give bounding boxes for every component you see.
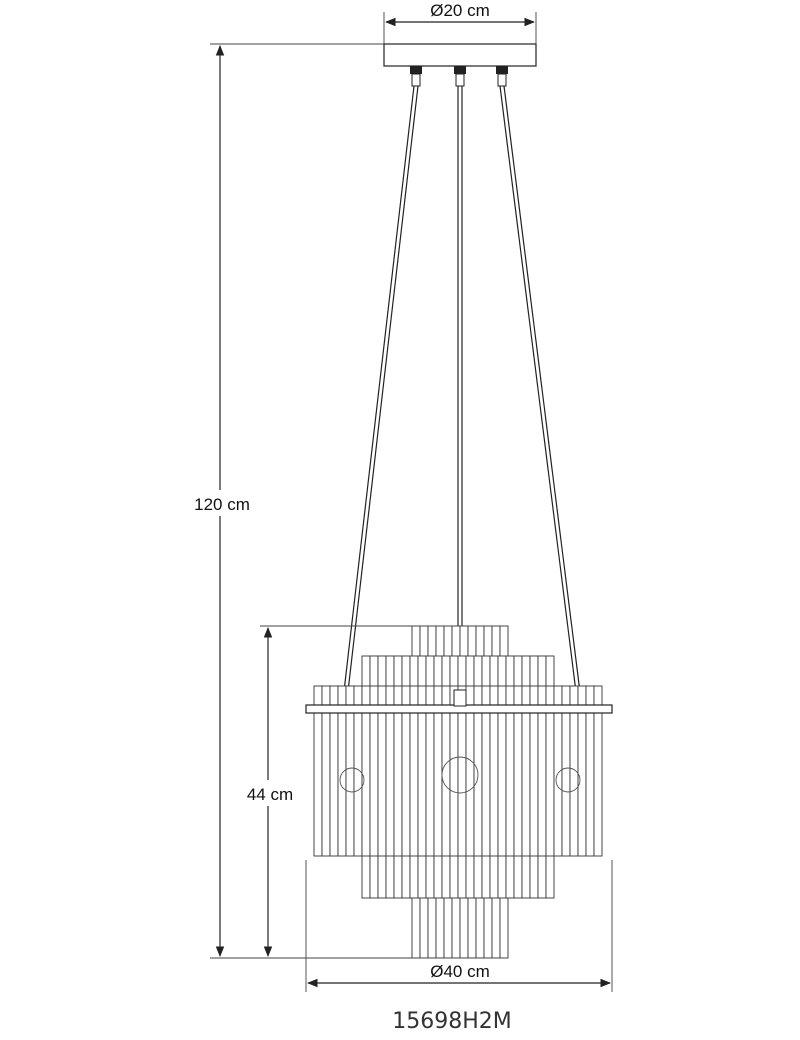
- canopy-diameter-dimension: Ø20 cm: [383, 1, 537, 44]
- ceiling-canopy: [383, 43, 537, 87]
- body-diameter-dimension: Ø40 cm: [305, 860, 613, 992]
- total-height-dimension: 120 cm: [180, 43, 412, 959]
- canopy-diameter-label: Ø20 cm: [430, 1, 490, 20]
- bulb: [339, 767, 365, 793]
- bulb: [555, 767, 581, 793]
- total-height-label: 120 cm: [194, 495, 250, 514]
- suspension-cables: [342, 85, 582, 701]
- bulb: [441, 756, 479, 794]
- model-code: 15698H2M: [392, 1009, 512, 1034]
- body-diameter-label: Ø40 cm: [430, 962, 490, 981]
- body-height-dimension: 44 cm: [238, 625, 412, 958]
- body-height-label: 44 cm: [247, 785, 293, 804]
- glass-rod-lamp-body: [305, 625, 613, 959]
- center-hub: [453, 689, 467, 707]
- glass-rod: [593, 685, 603, 857]
